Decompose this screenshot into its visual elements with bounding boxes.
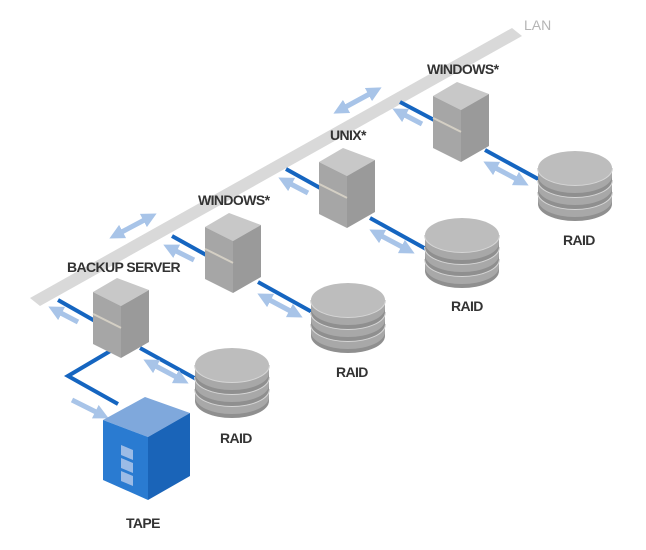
arrow-backup-tape xyxy=(70,397,109,419)
raid-label-windows-2: RAID xyxy=(563,232,595,248)
server-right-face xyxy=(233,225,261,293)
link-backup-lan xyxy=(57,298,96,323)
raid-label-unix: RAID xyxy=(451,298,483,314)
labels: BACKUP SERVER WINDOWS* UNIX* WINDOWS* RA… xyxy=(67,61,596,446)
raid-label-windows-1: RAID xyxy=(336,364,368,380)
server-unix-server xyxy=(318,148,375,228)
arrow-unix-lan xyxy=(278,177,310,196)
raid-disk-top xyxy=(311,283,385,317)
tape-library: TAPE xyxy=(103,397,190,531)
lan-arrows xyxy=(109,87,382,239)
arrow-win1-lan xyxy=(163,244,196,263)
server-left-face xyxy=(205,227,233,293)
lan-label: LAN xyxy=(524,17,551,33)
server-divider xyxy=(204,247,234,264)
arrow-win2-lan xyxy=(392,108,424,127)
lan-arrow-2 xyxy=(333,87,382,114)
server-backup-server xyxy=(92,278,149,358)
raid-raid-backup xyxy=(194,348,270,418)
raid-raid-unix xyxy=(424,218,500,288)
tape-top-face xyxy=(103,397,190,437)
link-backup-tape xyxy=(63,348,119,406)
server-right-face xyxy=(461,94,489,162)
server-right-face xyxy=(347,160,375,228)
server-divider xyxy=(318,182,348,199)
server-divider xyxy=(432,116,462,133)
link-unix-lan xyxy=(285,167,323,191)
server-left-face xyxy=(319,162,347,228)
server-windows-server-2 xyxy=(432,82,489,162)
server-label-windows-1: WINDOWS* xyxy=(198,192,271,208)
tape-right-face xyxy=(148,413,190,500)
tape-slot-icon xyxy=(121,445,133,486)
link-win2-lan xyxy=(399,100,437,123)
raid-label-backup: RAID xyxy=(220,430,252,446)
arrow-win1-raid xyxy=(257,293,303,318)
server-right-face xyxy=(121,290,149,358)
server-divider xyxy=(92,312,122,329)
raid-raid-windows-1 xyxy=(310,283,386,353)
server-label-windows-2: WINDOWS* xyxy=(427,61,500,77)
raid-raid-windows-2 xyxy=(537,151,613,221)
arrow-unix-raid xyxy=(369,229,415,254)
server-windows-server-1 xyxy=(204,213,261,293)
raid-disk-top xyxy=(425,218,499,252)
servers xyxy=(92,82,489,358)
link-win1-lan xyxy=(171,234,209,258)
lan-arrow-1 xyxy=(109,213,157,239)
server-left-face xyxy=(93,292,121,358)
arrow-win2-raid xyxy=(483,161,529,186)
raid-disk-top xyxy=(538,151,612,185)
server-label-backup: BACKUP SERVER xyxy=(67,259,181,275)
server-label-unix: UNIX* xyxy=(330,127,367,143)
raid-disk-top xyxy=(195,348,269,382)
tape-label: TAPE xyxy=(126,515,160,531)
link-arrows xyxy=(48,108,529,419)
arrow-backup-lan xyxy=(48,306,80,325)
arrow-backup-raid xyxy=(143,359,189,384)
raid-storage xyxy=(194,151,613,418)
server-left-face xyxy=(433,96,461,162)
